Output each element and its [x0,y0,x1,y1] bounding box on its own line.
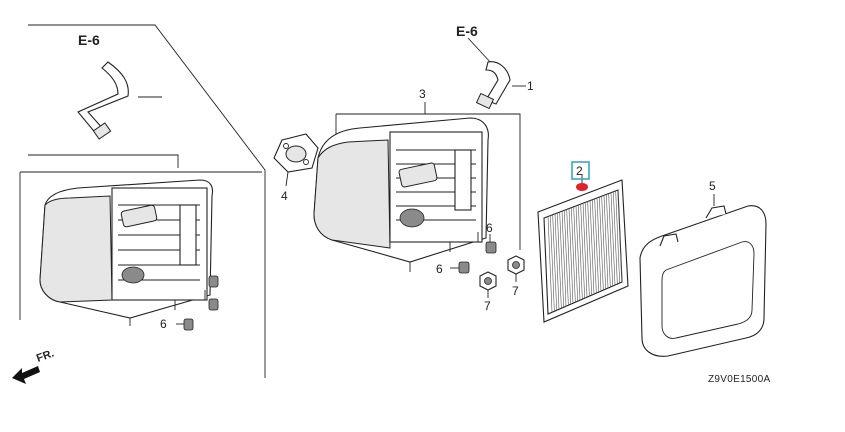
filter-pleat [592,199,597,294]
air-filter-element-part-2 [537,174,629,323]
center-nuts [479,255,525,298]
filter-pleat [561,210,567,307]
part-number-7-left: 7 [484,299,491,313]
filter-pleat [615,190,620,284]
part-number-6-center-high: 6 [486,221,493,235]
filter-pleat [564,209,569,306]
part-number-1: 1 [527,79,534,93]
filter-pleat [608,193,613,287]
filter-pleat [589,200,595,295]
filter-pleat [582,202,588,298]
filter-pleat [594,198,599,293]
gasket-part-4 [273,133,319,187]
filter-pleat [554,213,560,310]
marker-dot [576,183,588,191]
center-grommets [450,234,497,274]
reference-e6-top: E-6 [456,23,478,39]
filter-pleat [568,208,574,304]
filter-pleat [578,204,583,300]
left-air-cleaner-case [39,179,214,326]
reference-e6-left: E-6 [78,32,100,48]
diagram-code: Z9V0E1500A [708,374,771,385]
filter-pleat [550,215,555,312]
filter-pleat [571,207,576,303]
filter-pleat [559,211,564,308]
filter-pleat [617,189,623,283]
part-number-2: 2 [576,164,583,178]
air-cleaner-cover-part-5 [639,194,767,357]
filter-pleat [603,195,609,289]
part-number-6-left: 6 [160,317,167,331]
filter-pleat [557,212,562,309]
filter-pleat [587,201,592,296]
filter-pleat [606,194,611,288]
filter-pleat [610,192,616,286]
filter-pleat [552,214,557,311]
filter-pleat [547,215,553,313]
filter-pleat [575,205,581,301]
filter-pleat [599,196,604,291]
breather-tube-part-1 [467,37,526,110]
filter-pleat [573,206,578,302]
filter-pleat [566,209,571,305]
part-number-5: 5 [709,179,716,193]
air-cleaner-case-part-3 [313,117,489,272]
filter-pleat [585,202,590,297]
left-assembly-frame [19,24,266,378]
part-number-4: 4 [281,189,288,203]
part-2-highlight-box [571,161,590,180]
part-number-6-center-low: 6 [436,262,443,276]
left-breather-tube [77,61,162,140]
part-number-3: 3 [419,87,426,101]
front-direction-arrow [12,366,40,384]
filter-pleats [547,189,623,313]
filter-pleat [601,196,606,290]
part-number-7-right: 7 [512,284,519,298]
filter-pleat [613,191,618,285]
left-grommets [176,275,219,331]
direction-label: FR. [35,347,56,364]
filter-pleat [580,203,585,299]
filter-pleat [596,197,602,292]
